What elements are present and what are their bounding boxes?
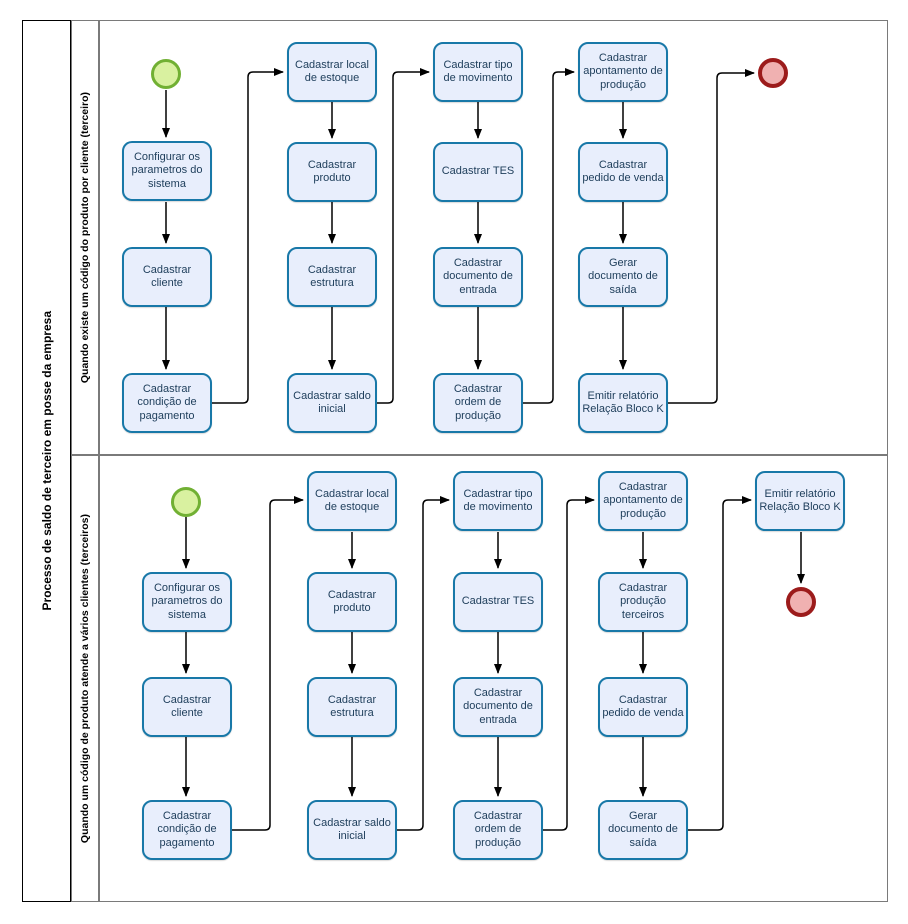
task-apontamento-producao-l1[interactable]: Cadastrar apontamento de produção — [578, 42, 668, 102]
task-apontamento-producao-l2[interactable]: Cadastrar apontamento de produção — [598, 471, 688, 531]
pool-title: Processo de saldo de terceiro em posse d… — [39, 311, 54, 611]
end-event-lane2[interactable] — [786, 587, 816, 617]
task-configurar-parametros-l2[interactable]: Configurar os parametros do sistema — [142, 572, 232, 632]
task-condicao-pagamento-l1[interactable]: Cadastrar condição de pagamento — [122, 373, 212, 433]
task-tes-l2[interactable]: Cadastrar TES — [453, 572, 543, 632]
task-saldo-inicial-l2[interactable]: Cadastrar saldo inicial — [307, 800, 397, 860]
task-produto-l1[interactable]: Cadastrar produto — [287, 142, 377, 202]
task-local-estoque-l1[interactable]: Cadastrar local de estoque — [287, 42, 377, 102]
task-cadastrar-cliente-l1[interactable]: Cadastrar cliente — [122, 247, 212, 307]
task-estrutura-l1[interactable]: Cadastrar estrutura — [287, 247, 377, 307]
task-documento-entrada-l2[interactable]: Cadastrar documento de entrada — [453, 677, 543, 737]
pool-header: Processo de saldo de terceiro em posse d… — [22, 20, 71, 902]
end-event-lane1[interactable] — [758, 58, 788, 88]
task-documento-saida-l2[interactable]: Gerar documento de saída — [598, 800, 688, 860]
task-relatorio-bloco-k-l1[interactable]: Emitir relatório Relação Bloco K — [578, 373, 668, 433]
lane-1-label-cell: Quando existe um código do produto por c… — [71, 20, 99, 455]
task-tipo-movimento-l2[interactable]: Cadastrar tipo de movimento — [453, 471, 543, 531]
task-cadastrar-cliente-l2[interactable]: Cadastrar cliente — [142, 677, 232, 737]
task-relatorio-bloco-k-l2[interactable]: Emitir relatório Relação Bloco K — [755, 471, 845, 531]
task-documento-entrada-l1[interactable]: Cadastrar documento de entrada — [433, 247, 523, 307]
lane-1-label: Quando existe um código do produto por c… — [79, 91, 91, 384]
task-pedido-venda-l2[interactable]: Cadastrar pedido de venda — [598, 677, 688, 737]
task-tipo-movimento-l1[interactable]: Cadastrar tipo de movimento — [433, 42, 523, 102]
lane-2-label: Quando um código de produto atende a vár… — [79, 513, 91, 844]
task-tes-l1[interactable]: Cadastrar TES — [433, 142, 523, 202]
task-saldo-inicial-l1[interactable]: Cadastrar saldo inicial — [287, 373, 377, 433]
task-condicao-pagamento-l2[interactable]: Cadastrar condição de pagamento — [142, 800, 232, 860]
task-producao-terceiros-l2[interactable]: Cadastrar produção terceiros — [598, 572, 688, 632]
start-event-lane2[interactable] — [171, 487, 201, 517]
task-pedido-venda-l1[interactable]: Cadastrar pedido de venda — [578, 142, 668, 202]
task-estrutura-l2[interactable]: Cadastrar estrutura — [307, 677, 397, 737]
lane-2-label-cell: Quando um código de produto atende a vár… — [71, 455, 99, 902]
task-documento-saida-l1[interactable]: Gerar documento de saída — [578, 247, 668, 307]
start-event-lane1[interactable] — [151, 59, 181, 89]
task-produto-l2[interactable]: Cadastrar produto — [307, 572, 397, 632]
task-ordem-producao-l2[interactable]: Cadastrar ordem de produção — [453, 800, 543, 860]
task-configurar-parametros-l1[interactable]: Configurar os parametros do sistema — [122, 141, 212, 201]
task-ordem-producao-l1[interactable]: Cadastrar ordem de produção — [433, 373, 523, 433]
task-local-estoque-l2[interactable]: Cadastrar local de estoque — [307, 471, 397, 531]
